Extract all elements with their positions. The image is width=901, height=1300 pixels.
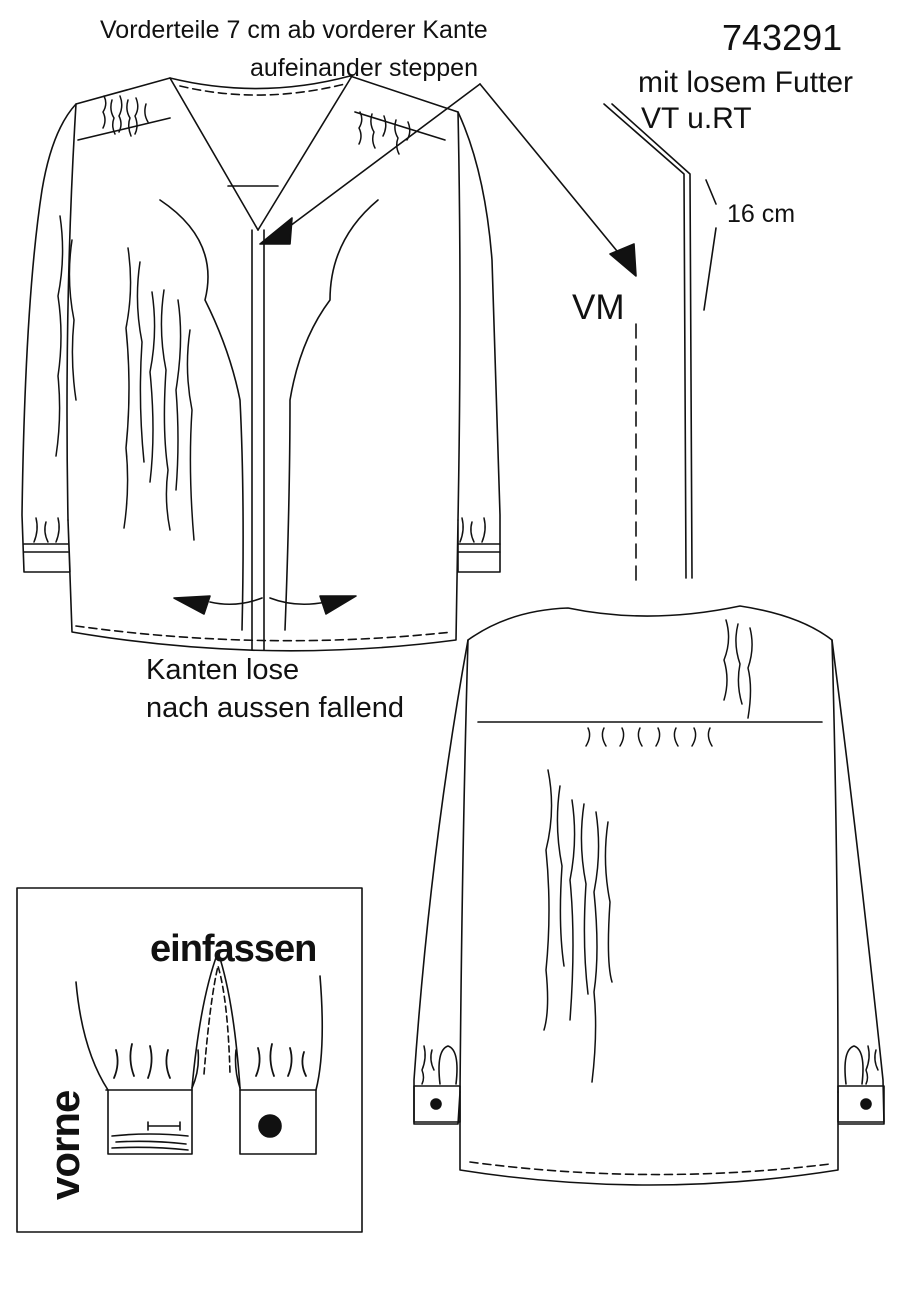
article-number: 743291 xyxy=(722,17,843,58)
right-flap-arrow-curve xyxy=(269,597,327,606)
front-right-yoke xyxy=(354,111,446,141)
front-body-outline xyxy=(21,75,501,652)
lining-note-line2: VT u.RT xyxy=(641,102,752,135)
front-neck-topstitch xyxy=(179,83,346,96)
back-left-loop xyxy=(438,1045,458,1085)
binding-label: einfassen xyxy=(150,928,317,970)
edges-note-line2: nach aussen fallend xyxy=(146,692,404,724)
back-body-outline xyxy=(413,605,885,1186)
facing-length-label: 16 cm xyxy=(727,200,796,228)
edges-note-line1: Kanten lose xyxy=(146,654,300,686)
cuff-detail-box xyxy=(16,887,363,1233)
detail-fringe-marks xyxy=(113,1043,307,1079)
back-right-cuff xyxy=(837,1085,885,1123)
front-right-sleeve-seam xyxy=(457,111,461,521)
front-side-label: vorne xyxy=(41,1090,88,1200)
detail-fabric-folds xyxy=(111,1133,189,1151)
back-right-sleeve-seam xyxy=(831,639,839,1093)
front-left-drape xyxy=(159,199,244,631)
front-right-drape xyxy=(284,199,379,631)
facing-length-mark xyxy=(703,179,717,311)
back-left-cuff-button xyxy=(430,1098,442,1110)
front-right-cuff-line xyxy=(457,543,501,553)
stitch-note-line1: Vorderteile 7 cm ab vorderer Kante xyxy=(100,16,488,44)
note-pointers xyxy=(259,83,637,277)
front-view xyxy=(21,75,501,652)
binding-strip-outer xyxy=(191,951,241,1089)
detail-cuff-button xyxy=(258,1114,282,1138)
right-flap-arrowhead xyxy=(319,595,357,615)
back-right-loop xyxy=(844,1045,864,1085)
front-left-yoke xyxy=(77,117,171,141)
front-left-cuff-line xyxy=(23,543,69,553)
front-right-lapel xyxy=(257,75,353,231)
center-front-label: VM xyxy=(572,288,625,327)
facing-detail xyxy=(603,103,717,589)
pointer-to-front xyxy=(281,83,481,233)
stitch-note-line2: aufeinander steppen xyxy=(250,54,478,82)
front-left-sleeve-seam xyxy=(66,103,77,521)
facing-outer-line xyxy=(603,103,687,579)
detail-buttonhole xyxy=(147,1121,181,1131)
front-left-lapel xyxy=(169,77,259,231)
binding-strip-inner xyxy=(203,965,231,1075)
back-left-sleeve-seam xyxy=(459,639,469,1093)
pointer-to-facing xyxy=(479,83,627,263)
cuff-detail-frame xyxy=(16,887,363,1233)
lining-note-line1: mit losem Futter xyxy=(638,66,854,99)
back-view xyxy=(413,605,885,1186)
back-left-cuff xyxy=(413,1085,461,1123)
pointer-to-front-head xyxy=(259,217,293,245)
back-right-cuff-button xyxy=(860,1098,872,1110)
front-fringe-marks xyxy=(33,95,486,543)
left-flap-arrow-curve xyxy=(209,597,263,606)
facing-inner-line xyxy=(611,103,693,579)
back-fringe-marks xyxy=(421,619,879,1085)
left-flap-arrowhead xyxy=(173,595,211,615)
front-placket xyxy=(251,229,265,651)
back-hem-topstitch xyxy=(469,1161,831,1176)
pointer-to-facing-head xyxy=(609,243,637,277)
